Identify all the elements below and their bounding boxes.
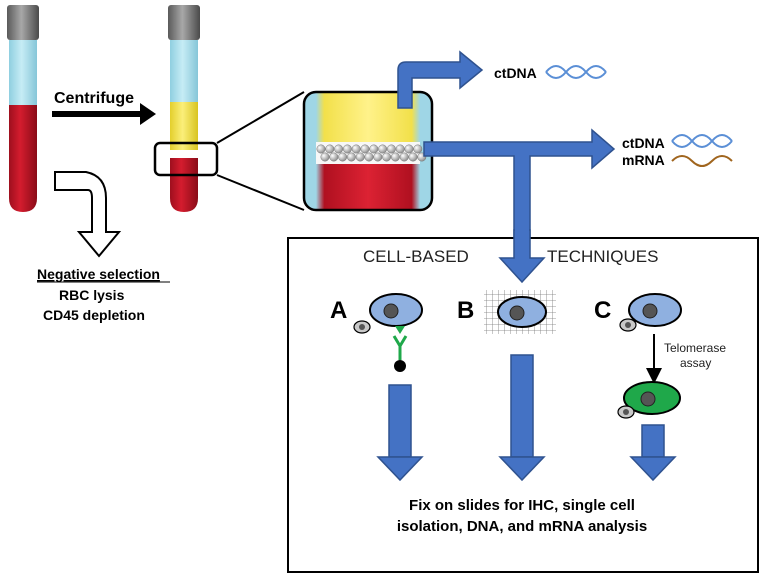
cell-bead — [316, 144, 326, 154]
cell-bead — [342, 144, 352, 154]
panel-b-label: B — [457, 297, 474, 324]
panel-a-label: A — [330, 297, 347, 324]
panel-c-cells — [617, 293, 682, 419]
cell-bead — [386, 144, 396, 154]
cell-nucleus — [642, 303, 658, 319]
bead-dot — [394, 360, 406, 372]
antigen-marker — [395, 326, 405, 334]
panel-b-arrow — [498, 354, 546, 482]
assay-label: assay — [680, 356, 711, 370]
fix-on-slides-line2: isolation, DNA, and mRNA analysis — [397, 518, 647, 535]
zoom-box-small — [153, 141, 219, 177]
cell-bead — [408, 152, 418, 162]
zoom-lines — [216, 91, 305, 211]
blood-tube-whole — [7, 5, 39, 212]
rbc-lysis-label: RBC lysis — [59, 287, 125, 303]
tube-plasma — [170, 40, 198, 102]
blood-tube-centrifuged — [153, 5, 219, 212]
cell-bead — [351, 144, 361, 154]
cell-bead — [320, 152, 330, 162]
tube-cap — [7, 5, 39, 40]
cell-bead — [329, 152, 339, 162]
antibody-icon — [392, 335, 408, 360]
panel-a-cells — [353, 293, 423, 372]
buffy-arrow-down-stem — [498, 229, 546, 284]
cell-nucleus — [640, 391, 656, 407]
white-cell-nucleus — [623, 409, 629, 415]
mrna-right-label: mRNA — [622, 152, 665, 168]
cell-bead — [338, 152, 348, 162]
magnified-rbc — [316, 164, 420, 210]
cell-bead — [395, 144, 405, 154]
ctdna-right-label: ctDNA — [622, 135, 665, 151]
dna-helix-icon — [545, 65, 607, 79]
tube-rbc — [170, 158, 198, 212]
cell-bead — [369, 144, 379, 154]
ctdna-top-label: ctDNA — [494, 65, 537, 81]
cell-beads — [316, 144, 427, 162]
cell-bead — [399, 152, 409, 162]
cd45-depletion-label: CD45 depletion — [43, 307, 145, 323]
cell-bead — [346, 152, 356, 162]
cell-bead — [373, 152, 383, 162]
cell-bead — [378, 144, 388, 154]
cell-bead — [390, 152, 400, 162]
plasma-arrow-up — [397, 50, 484, 109]
tube-plasma-top — [9, 40, 37, 105]
white-cell-nucleus — [625, 322, 631, 328]
panel-c-label: C — [594, 297, 611, 324]
cell-bead — [364, 152, 374, 162]
magnified-buffy-coat — [302, 90, 434, 212]
centrifuge-arrow — [52, 103, 156, 125]
cell-bead — [334, 144, 344, 154]
fix-on-slides-line1: Fix on slides for IHC, single cell — [409, 497, 635, 514]
tube-buffy-coat — [170, 150, 198, 158]
tube-blood — [9, 105, 37, 212]
dna-helix-icon — [671, 134, 733, 148]
panel-b-filter — [484, 290, 556, 334]
panel-c-arrow — [629, 424, 677, 482]
cell-bead — [404, 144, 414, 154]
mrna-wave-icon — [671, 155, 733, 167]
centrifuge-label: Centrifuge — [54, 90, 134, 107]
tube-cap — [168, 5, 200, 40]
cell-bead — [355, 152, 365, 162]
cell-based-label: CELL-BASED — [363, 247, 469, 266]
white-cell-nucleus — [359, 324, 365, 330]
cell-bead — [325, 144, 335, 154]
telomerase-label: Telomerase — [664, 341, 726, 355]
cell-bead — [382, 152, 392, 162]
cell-bead — [360, 144, 370, 154]
panel-a-arrow — [376, 384, 424, 482]
cell-nucleus — [383, 303, 399, 319]
negative-selection-arrow — [54, 171, 122, 258]
cell-bead — [413, 144, 423, 154]
negative-selection-label: Negative selection — [37, 266, 160, 282]
techniques-label: TECHNIQUES — [547, 247, 658, 266]
cell-nucleus — [509, 305, 525, 321]
